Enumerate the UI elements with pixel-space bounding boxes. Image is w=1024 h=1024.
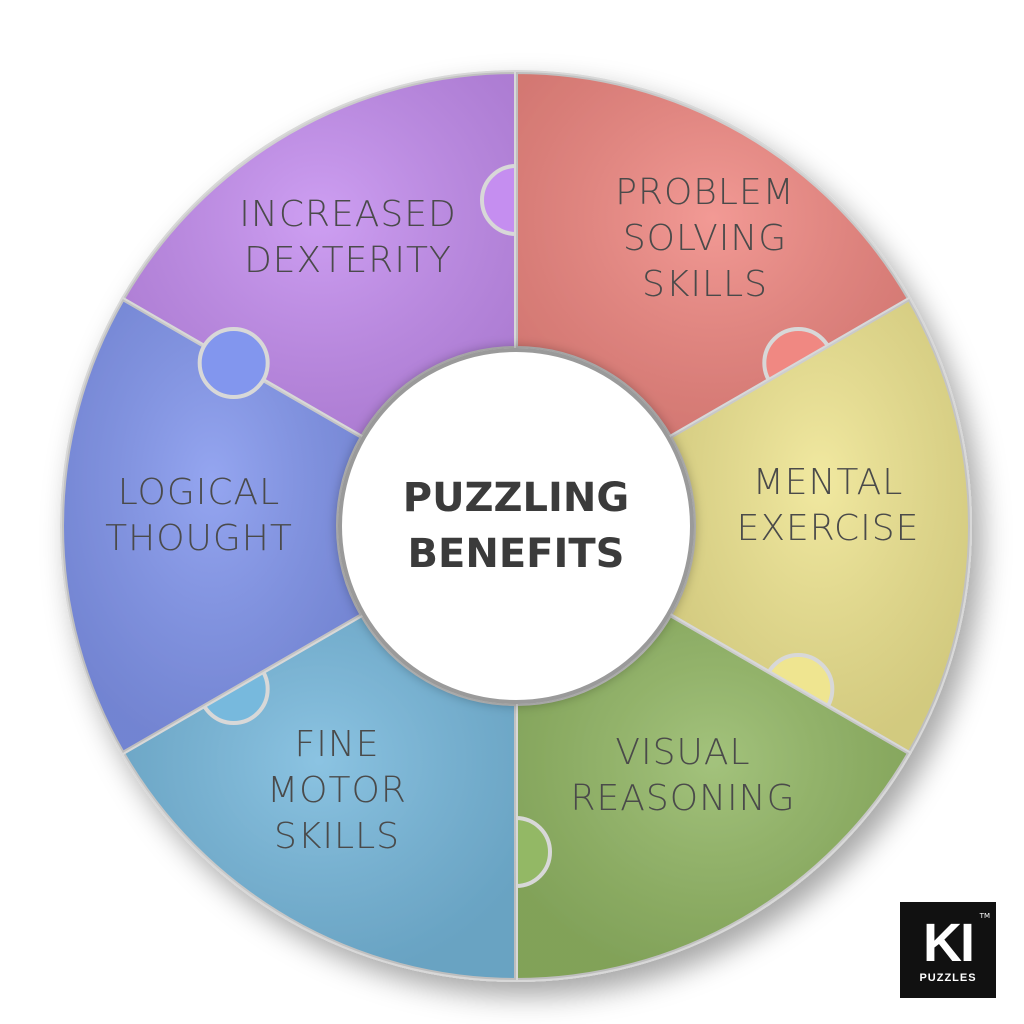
segment-label-line: DEXTERITY xyxy=(244,240,452,281)
puzzle-piece-shading xyxy=(61,299,362,753)
segment-label-line: SKILLS xyxy=(273,816,401,857)
segment-label-line: FINE xyxy=(294,724,380,765)
logo-tm: TM xyxy=(979,912,990,920)
ki-puzzles-logo: KI PUZZLES TM xyxy=(900,902,996,998)
segment-label-line: THOUGHT xyxy=(105,518,293,559)
segment-label-line: SOLVING xyxy=(622,218,788,259)
center-title-line2: BENEFITS xyxy=(407,531,625,577)
segment-label-line: EXERCISE xyxy=(736,508,920,549)
segment-label-line: VISUAL xyxy=(615,732,751,773)
segment-label-line: MENTAL xyxy=(752,462,904,503)
segment-label-mental-exercise: MENTAL EXERCISE xyxy=(714,460,942,552)
puzzle-piece-shading xyxy=(516,615,910,980)
segment-label-line: INCREASED xyxy=(239,194,457,235)
segment-label-problem-solving-skills: PROBLEM SOLVING SKILLS xyxy=(590,170,820,308)
puzzle-piece-shading xyxy=(670,299,970,753)
segment-label-logical-thought: LOGICAL THOUGHT xyxy=(86,470,312,562)
segment-label-line: LOGICAL xyxy=(117,472,281,513)
segment-label-line: REASONING xyxy=(570,778,796,819)
segment-label-line: SKILLS xyxy=(641,264,769,305)
logo-mark: KI xyxy=(923,913,975,973)
center-title-line1: PUZZLING xyxy=(402,475,630,521)
segment-label-visual-reasoning: VISUAL REASONING xyxy=(548,730,818,822)
segment-label-line: MOTOR xyxy=(267,770,407,811)
center-title: PUZZLING BENEFITS xyxy=(342,368,690,684)
center-hole xyxy=(338,348,694,704)
puzzle-knob-logical-thought xyxy=(197,327,270,399)
logo-text: PUZZLES xyxy=(919,972,977,984)
segment-label-fine-motor-skills: FINE MOTOR SKILLS xyxy=(236,722,438,860)
segment-label-increased-dexterity: INCREASED DEXTERITY xyxy=(206,192,490,284)
segment-label-line: PROBLEM xyxy=(615,172,795,213)
